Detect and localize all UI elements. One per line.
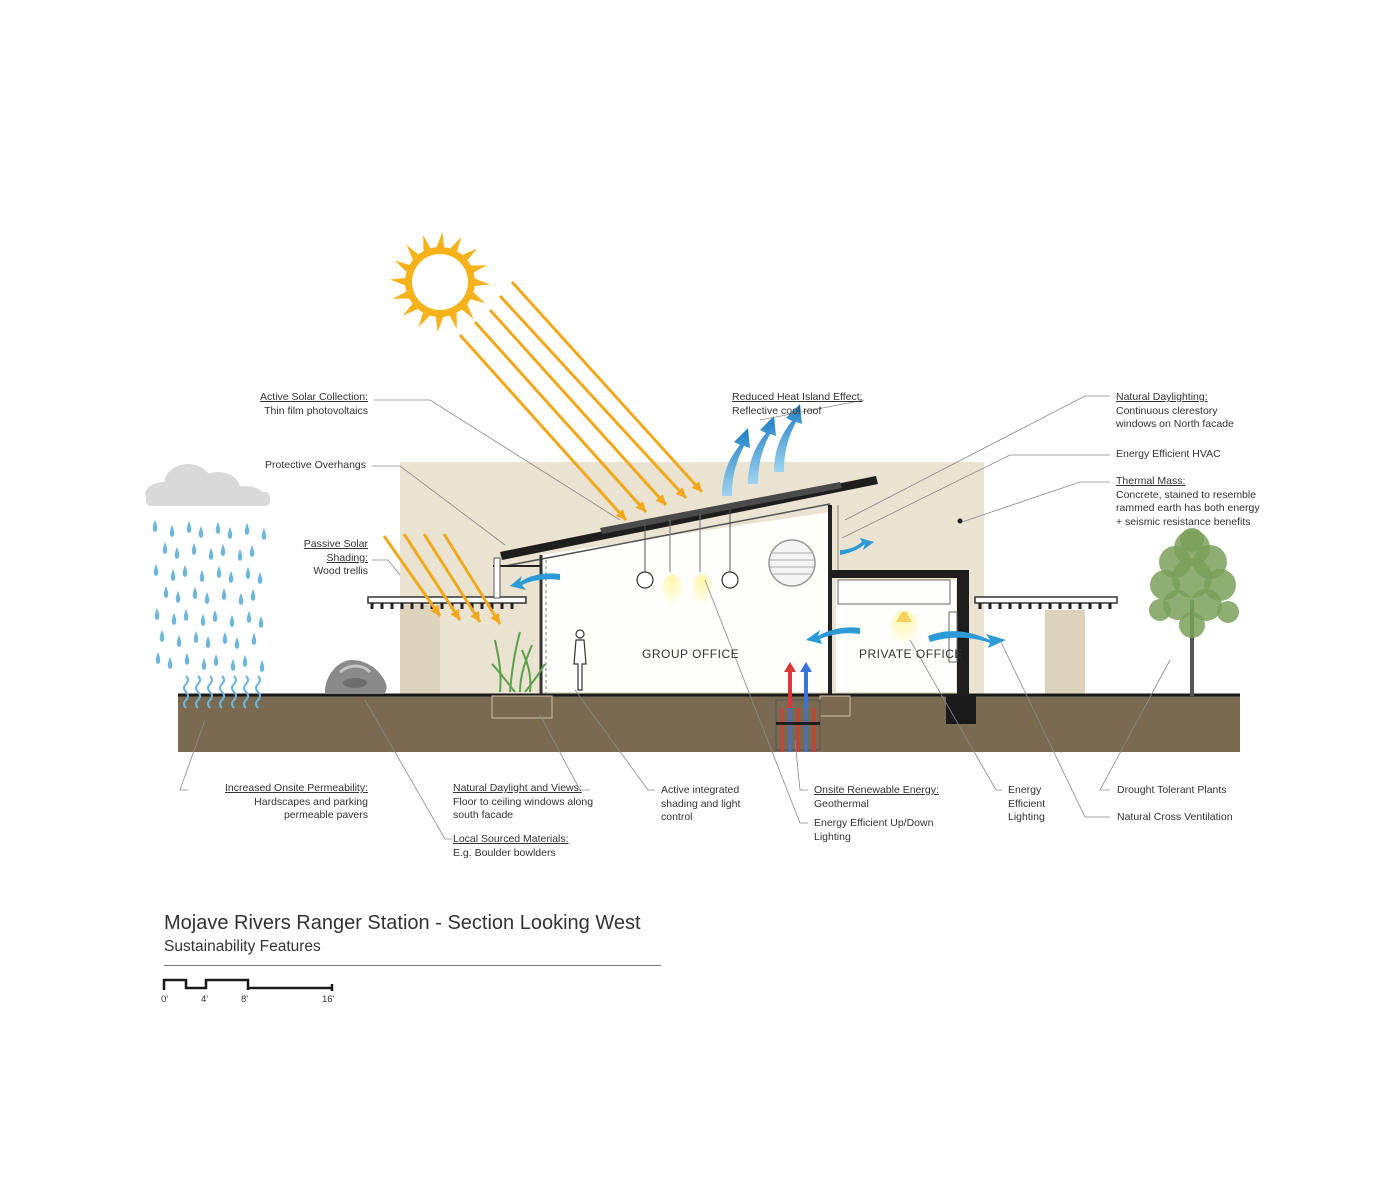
rain-drops — [152, 520, 267, 672]
interior-plants — [491, 631, 546, 693]
light-glow-2 — [692, 574, 712, 606]
geothermal-loop — [775, 662, 821, 752]
title-rule — [164, 965, 661, 966]
diagram-title: Mojave Rivers Ranger Station - Section L… — [164, 912, 641, 934]
label-updown-lighting: Energy Efficient Up/Down Lighting — [814, 817, 934, 843]
label-daylight-views: Natural Daylight and Views: Floor to cei… — [453, 782, 594, 821]
thermal-mass-dot — [957, 518, 963, 524]
wood-trellis-north — [974, 596, 1118, 609]
roof-underside — [504, 503, 831, 567]
private-office-beam — [837, 579, 951, 605]
light-glow-1 — [662, 574, 682, 606]
drought-tolerant-tree — [1149, 528, 1239, 696]
scale-tick-4: 4' — [201, 994, 209, 1005]
group-office-label: GROUP OFFICE — [642, 647, 740, 661]
label-efficient-lighting: Energy Efficient Lighting — [1008, 784, 1046, 823]
solar-rays — [382, 280, 704, 625]
leader-lines — [179, 395, 1171, 840]
scale-tick-16: 16' — [322, 994, 335, 1005]
private-office-fixture — [896, 612, 912, 622]
boulder-icon — [324, 660, 387, 694]
person-figure — [573, 629, 587, 691]
scale-bar — [162, 978, 334, 991]
label-drought-plants: Drought Tolerant Plants — [1117, 784, 1227, 796]
label-cross-ventilation: Natural Cross Ventilation — [1117, 811, 1233, 823]
footing-north — [946, 696, 976, 724]
pendant-light-1 — [636, 571, 654, 589]
pendant-light-2 — [721, 571, 739, 589]
solar-panel-strip — [600, 482, 842, 534]
label-permeability: Increased Onsite Permeability: Hardscape… — [225, 782, 368, 821]
scale-tick-0: 0' — [161, 994, 169, 1005]
label-passive-solar: Passive Solar Shading: Wood trellis — [303, 538, 368, 577]
label-heat-island: Reduced Heat Island Effect: Reflective c… — [732, 391, 863, 417]
diagram-subtitle: Sustainability Features — [164, 938, 321, 955]
group-office-interior — [540, 512, 830, 692]
label-renewable: Onsite Renewable Energy: Geothermal — [814, 784, 939, 810]
label-active-solar: Active Solar Collection: Thin film photo… — [260, 391, 368, 417]
side-wall-right — [1045, 610, 1085, 695]
hvac-vents — [770, 552, 814, 575]
hvac-unit — [768, 539, 816, 587]
label-daylighting: Natural Daylighting: Continuous cleresto… — [1116, 391, 1234, 430]
label-hvac: Energy Efficient HVAC — [1116, 448, 1221, 460]
footing-left — [491, 695, 553, 719]
heat-island-arrows — [722, 404, 802, 496]
label-shading-control: Active integrated shading and light cont… — [661, 784, 741, 823]
label-local-materials: Local Sourced Materials: E.g. Boulder bo… — [453, 833, 569, 859]
private-office-label: PRIVATE OFFICE — [859, 647, 963, 661]
scale-tick-8: 8' — [241, 994, 249, 1005]
overhang-post-left — [493, 557, 501, 599]
light-glow-3 — [890, 610, 918, 646]
sun-icon — [390, 232, 490, 332]
side-wall-left — [400, 605, 440, 695]
private-office-roof — [830, 570, 968, 578]
ground-section — [178, 696, 1240, 752]
air-flow-arrows — [510, 538, 1006, 648]
permeability-arrows — [183, 675, 261, 709]
cloud-icon — [145, 464, 270, 506]
label-protective-overhangs: Protective Overhangs — [265, 459, 366, 471]
label-thermal-mass: Thermal Mass: Concrete, stained to resem… — [1116, 475, 1260, 528]
